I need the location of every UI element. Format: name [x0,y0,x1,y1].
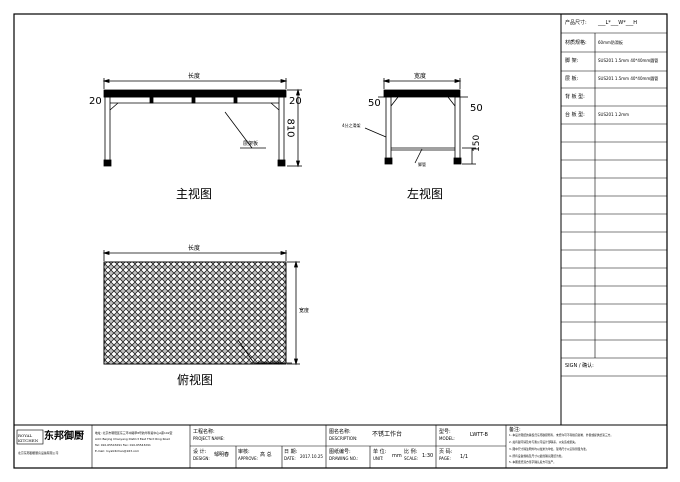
company-address: 地址: 北京市朝阳区东三环中路甲8号航华科贸中心A座102室 [95,431,173,435]
left-view [364,78,476,165]
left-leg-left [385,96,392,161]
drawing-label: 图名名称: [329,429,351,435]
left-foot-right [453,157,462,165]
front-foot-right [277,159,286,167]
left-dim-bottom: 150 [472,134,482,152]
left-callout-bottom-leader [414,148,423,164]
spec-label-size: 产品尺寸: [565,20,587,26]
note-3: 3. 图中尺寸除注明外均以毫米为单位，现场尺寸以实际测量为准。 [509,447,589,451]
notes-label: 备注: [509,427,521,433]
company-address-en: Add: Beijing Chaoyang District East Thir… [95,437,170,441]
project-label: 工程名称: [193,429,215,435]
page-label: 页 码: [439,449,453,455]
date-label-en: DATE: [284,456,296,461]
page-label-en: PAGE: [439,456,451,461]
front-callout-leader [224,111,253,149]
top-dim-top: 长度 [188,245,201,252]
front-brace-right [270,102,280,111]
front-callout: 层架板 [243,141,259,147]
scale-value: 1:30 [422,453,434,459]
approve-label: 审核: [238,449,250,455]
front-dim-left: 20 [89,96,102,107]
front-dim-top: 长度 [188,73,201,80]
note-1: 1. 本设计图纸的版权归东邦御厨所有，未经许可不得擅自复制、外借或提供给第三方。 [509,433,614,437]
left-callout-top-leader [364,127,387,138]
front-bracket-1 [149,96,154,104]
left-leg-right [454,96,461,161]
designer-label-en: DESIGN: [193,456,210,461]
project-label-en: PROJECT NAME: [193,436,225,441]
scale-label: 比 例: [404,449,418,455]
spec-value-shelf: SUS201 1.5mm 40*40mm圆管 [598,76,659,81]
logo-text-cn: 东邦御厨 [44,431,84,442]
note-5: 5. 本图纸经双方签字确认后方可生产。 [509,460,556,464]
front-bracket-3 [233,96,238,104]
left-dim-right: 50 [470,103,483,114]
unit-label: 单 位: [373,449,387,455]
front-leg-right [278,96,285,164]
company-tel: Tel: 010-65543291 Fax: 010-65543291 [95,443,151,447]
front-leg-left [104,96,111,164]
designer-value: 邹明春 [214,452,230,458]
sheet-border [13,13,668,469]
spec-label-backboard: 背 板 型: [565,94,585,100]
top-view-title: 俯视图 [177,373,214,387]
front-dim-height: 810 [284,118,296,138]
unit-label-en: UNIT: [373,456,384,461]
front-bracket-2 [191,96,196,104]
left-table-top [383,89,461,98]
page-value: 1/1 [460,454,469,460]
front-brace-left [109,102,119,111]
company-email: E-mail: royalkitchen@163.com [95,449,140,453]
spec-value-legs: SUS201 1.5mm 40*40mm圆管 [598,58,659,63]
logo-text-en: ROYAL KITCHEN [18,433,39,443]
spec-label-legs: 脚 架: [565,58,579,64]
logo-mark [16,429,44,445]
top-plate [103,261,287,365]
left-callout-top: 4分之滑架 [342,123,361,128]
unit-value: mm [392,453,402,459]
spec-value-tabletop: SUS201 1.2mm [598,112,630,117]
spec-label-material: 材质规格: [565,40,587,46]
drawing-label-en: DESCRIPTION: [329,436,358,441]
top-callout: 10mm防滑板 [257,360,282,365]
spec-value-size: ___L*___W*___H [598,20,637,26]
front-table-top [103,89,287,98]
front-view-title: 主视图 [176,187,213,201]
left-foot-left [384,157,393,165]
left-view-title: 左视图 [407,187,444,201]
spec-label-tabletop: 台 板 型: [565,112,585,118]
front-view [102,78,302,168]
company-name: 北京东邦御厨厨房设备有限公司 [18,451,59,455]
model-label: 型号: [439,429,451,435]
note-4: 4. 所有设备规格及尺寸以最终确认图纸为准。 [509,454,565,458]
approve-value: 高 总 [260,452,272,458]
drawing-no-label: 图纸编号: [329,449,351,455]
note-2: 2. 如有疑问请及时与我公司设计部联系，以免造成损失。 [509,440,578,444]
designer-label: 设 计: [193,449,207,455]
model-label-en: MODEL: [439,436,455,441]
scale-label-en: SCALE: [404,456,419,461]
approve-label-en: APPROVE: [238,456,259,461]
title-block-grid [91,425,507,468]
front-foot-left [103,159,112,167]
left-callout-bottom: 脚管 [418,162,426,167]
date-label: 日 期: [284,449,298,455]
spec-table-grid [561,32,667,377]
drawing-value: 不锈工作台 [372,431,403,438]
date-value: 2017.10.25 [300,454,323,459]
drawing-no-label-en: DRAWING NO.: [329,456,359,461]
top-callout-leader [237,339,255,364]
spec-label-shelf: 层 板: [565,76,579,82]
spec-value-material: 60mm防滑板 [598,40,623,45]
left-dim-left: 50 [368,98,381,109]
left-dim-top: 宽度 [414,73,427,80]
top-view [102,250,300,366]
model-value: LWTT-B [470,432,488,438]
spec-sign: SIGN / 确认: [565,363,594,369]
front-dim-right: 20 [289,96,302,107]
top-dim-side: 宽度 [299,308,310,314]
